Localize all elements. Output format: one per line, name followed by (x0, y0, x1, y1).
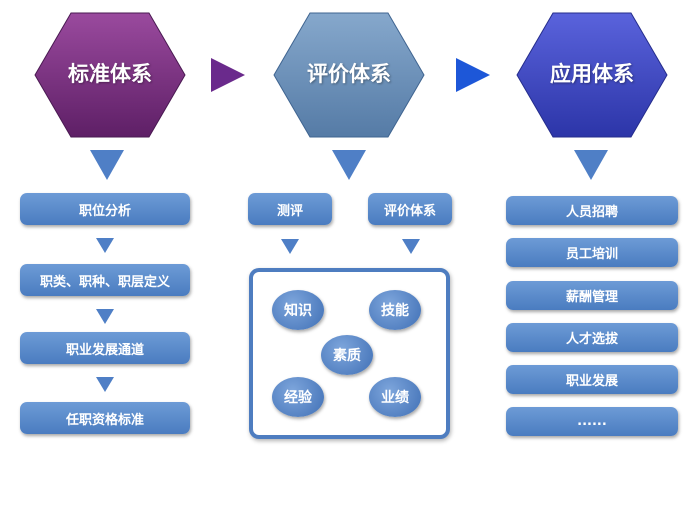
arrow-right-icon (211, 58, 245, 92)
standard-item-category-definition: 职类、职种、职层定义 (20, 264, 190, 296)
arrow-down-icon (281, 239, 299, 254)
application-item-career: 职业发展 (506, 365, 678, 394)
circle-performance: 业绩 (369, 377, 421, 417)
circle-quality: 素质 (321, 335, 373, 375)
application-item-selection: 人才选拔 (506, 323, 678, 352)
standard-system-title: 标准体系 (68, 62, 152, 86)
arrow-down-icon (96, 238, 114, 253)
arrow-down-icon (96, 309, 114, 324)
standard-item-job-analysis: 职位分析 (20, 193, 190, 225)
application-system-title: 应用体系 (550, 62, 634, 86)
application-item-compensation: 薪酬管理 (506, 281, 678, 310)
application-system-hexagon (516, 12, 668, 138)
application-item-training: 员工培训 (506, 238, 678, 267)
arrow-down-icon (90, 150, 124, 180)
evaluation-sub-system: 评价体系 (368, 193, 452, 225)
arrow-down-icon (96, 377, 114, 392)
arrow-down-icon (574, 150, 608, 180)
evaluation-system-hexagon (273, 12, 425, 138)
arrow-right-icon (456, 58, 490, 92)
circle-skills: 技能 (369, 290, 421, 330)
standard-item-qualification-standard: 任职资格标准 (20, 402, 190, 434)
circle-knowledge: 知识 (272, 290, 324, 330)
circle-experience: 经验 (272, 377, 324, 417)
standard-item-career-channel: 职业发展通道 (20, 332, 190, 364)
standard-system-hexagon (34, 12, 186, 138)
application-item-recruitment: 人员招聘 (506, 196, 678, 225)
evaluation-sub-assessment: 测评 (248, 193, 332, 225)
evaluation-system-title: 评价体系 (307, 62, 391, 86)
arrow-down-icon (402, 239, 420, 254)
application-item-more: ...... (506, 407, 678, 436)
arrow-down-icon (332, 150, 366, 180)
